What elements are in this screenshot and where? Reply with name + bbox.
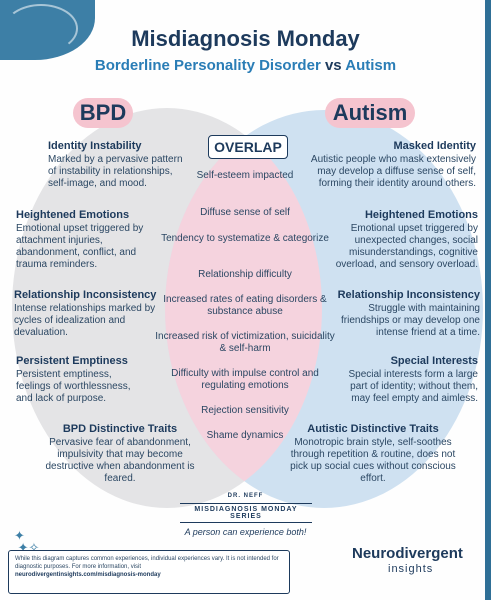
overlap-item: Increased risk of victimization, suicida… bbox=[155, 331, 335, 354]
autism-label: Autism bbox=[325, 98, 415, 128]
page-title: Misdiagnosis Monday bbox=[131, 26, 360, 51]
page-subtitle: Borderline Personality Disorder vs Autis… bbox=[0, 57, 491, 74]
brand-logo-sub: insights bbox=[388, 563, 434, 575]
bpd-section-emotions: Heightened Emotions Emotional upset trig… bbox=[16, 209, 164, 271]
section-text: Intense relationships marked by cycles o… bbox=[14, 303, 156, 338]
section-heading: Autistic Distinctive Traits bbox=[307, 423, 439, 435]
brand-logo: Neurodivergent bbox=[352, 545, 463, 562]
subtitle-vs: vs bbox=[324, 57, 342, 74]
section-heading: Special Interests bbox=[390, 355, 478, 367]
bpd-section-relationship: Relationship Inconsistency Intense relat… bbox=[14, 289, 164, 339]
corner-decoration bbox=[0, 0, 95, 60]
subtitle-autism: Autism bbox=[345, 57, 397, 74]
section-heading: Relationship Inconsistency bbox=[337, 289, 480, 301]
overlap-item: Tendency to systematize & categorize bbox=[161, 233, 329, 244]
overlap-item: Relationship difficulty bbox=[198, 269, 292, 280]
section-heading: Heightened Emotions bbox=[16, 209, 130, 221]
section-text: Persistent emptiness, feelings of worthl… bbox=[16, 369, 131, 404]
section-heading: Persistent Emptiness bbox=[16, 355, 128, 367]
section-heading: BPD Distinctive Traits bbox=[62, 423, 178, 435]
autism-section-interests: Special Interests Special interests form… bbox=[335, 355, 478, 405]
overlap-item: Difficulty with impulse control and regu… bbox=[171, 368, 319, 391]
section-text: Special interests form a large part of i… bbox=[348, 369, 478, 404]
overlap-item: Increased rates of eating disorders & su… bbox=[163, 294, 327, 317]
website-link[interactable]: neurodivergentinsights.com/misdiagnosis-… bbox=[15, 572, 161, 578]
series-name: MISDIAGNOSIS MONDAY SERIES bbox=[180, 503, 312, 523]
overlap-item: Shame dynamics bbox=[206, 430, 284, 441]
autism-section-emotions: Heightened Emotions Emotional upset trig… bbox=[320, 209, 478, 271]
section-heading: Relationship Inconsistency bbox=[14, 289, 157, 301]
overlap-item: Diffuse sense of self bbox=[200, 207, 290, 218]
section-heading: Masked Identity bbox=[393, 140, 476, 152]
subtitle-bpd: Borderline Personality Disorder bbox=[94, 57, 321, 74]
bpd-section-distinctive: BPD Distinctive Traits Pervasive fear of… bbox=[45, 423, 195, 485]
section-heading: Identity Instability bbox=[48, 140, 142, 152]
bpd-label: BPD bbox=[73, 98, 133, 128]
overlap-item: Self-esteem impacted bbox=[196, 170, 294, 181]
edge-band bbox=[485, 0, 491, 600]
autism-section-masked: Masked Identity Autistic people who mask… bbox=[290, 140, 476, 190]
section-text: Pervasive fear of abandonment, impulsivi… bbox=[45, 437, 195, 484]
section-text: Marked by a pervasive pattern of instabi… bbox=[48, 154, 183, 189]
series-author: DR. NEFF bbox=[227, 493, 264, 499]
section-text: Struggle with maintaining friendships or… bbox=[341, 303, 480, 338]
overlap-region bbox=[12, 108, 322, 508]
section-text: Autistic people who mask extensively may… bbox=[310, 154, 476, 189]
disclaimer-text: While this diagram captures common exper… bbox=[15, 556, 279, 570]
swirl-decoration bbox=[4, 4, 78, 53]
autism-section-distinctive: Autistic Distinctive Traits Monotropic b… bbox=[288, 423, 458, 485]
bpd-section-emptiness: Persistent Emptiness Persistent emptines… bbox=[16, 355, 146, 405]
section-text: Monotropic brain style, self-soothes thr… bbox=[290, 437, 456, 484]
overlap-item: Rejection sensitivity bbox=[201, 405, 289, 416]
tagline: A person can experience both! bbox=[184, 527, 307, 537]
section-text: Emotional upset triggered by attachment … bbox=[16, 223, 144, 270]
section-heading: Heightened Emotions bbox=[364, 209, 478, 221]
disclaimer-box: While this diagram captures common exper… bbox=[8, 550, 290, 594]
section-text: Emotional upset triggered by unexpected … bbox=[335, 223, 478, 270]
bpd-section-identity: Identity Instability Marked by a pervasi… bbox=[48, 140, 193, 190]
autism-section-relationship: Relationship Inconsistency Struggle with… bbox=[330, 289, 480, 339]
overlap-label: OVERLAP bbox=[208, 135, 288, 159]
